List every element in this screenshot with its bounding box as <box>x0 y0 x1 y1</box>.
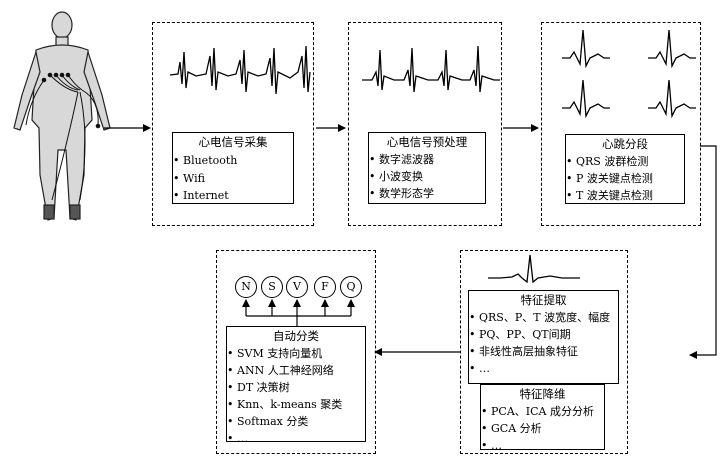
acquisition-item: Wifi <box>173 170 293 187</box>
classification-item: … <box>227 430 365 447</box>
feature-extraction-item: PQ、PP、QT间期 <box>469 326 618 343</box>
classification-item: SVM 支持向量机 <box>227 345 365 362</box>
preprocessing-title: 心电信号预处理 <box>386 135 468 149</box>
classification-item: Softmax 分类 <box>227 413 365 430</box>
dimension-reduction-item: GCA 分析 <box>481 420 604 437</box>
dimension-reduction-box: 特征降维 PCA、ICA 成分分析 GCA 分析 … <box>480 384 605 454</box>
feature-extraction-box: 特征提取 QRS、P、T 波宽度、幅度 PQ、PP、QT间期 非线性高层抽象特征… <box>468 290 619 384</box>
ecg-lead-wires <box>25 72 101 201</box>
class-node-n: N <box>235 276 257 298</box>
classification-panel <box>216 250 376 454</box>
class-node-s: S <box>261 276 283 298</box>
segmentation-item: T 波关键点检测 <box>566 187 684 204</box>
heartbeat-templates <box>562 29 696 119</box>
dimension-reduction-item: PCA、ICA 成分分析 <box>481 403 604 420</box>
single-beat-waveform <box>488 254 580 284</box>
segmentation-panel <box>541 22 701 226</box>
class-node-q: Q <box>340 276 362 298</box>
acquisition-panel <box>152 22 314 226</box>
acquisition-item: Internet <box>173 187 293 204</box>
preprocessing-item: 数字滤波器 <box>369 151 485 168</box>
raw-ecg-waveform <box>169 45 311 95</box>
dimension-reduction-item: … <box>481 437 604 454</box>
flow-arrows <box>104 124 717 393</box>
segmentation-box: 心跳分段 QRS 波群检测 P 波关键点检测 T 波关键点检测 <box>565 134 685 204</box>
class-node-f: F <box>314 276 336 298</box>
class-node-v: V <box>286 276 308 298</box>
segmentation-item: QRS 波群检测 <box>566 153 684 170</box>
feature-extraction-item: … <box>469 360 618 377</box>
classification-item: DT 决策树 <box>227 379 365 396</box>
preprocessing-panel <box>348 22 502 226</box>
feature-extraction-item: 非线性高层抽象特征 <box>469 343 618 360</box>
segmentation-item: P 波关键点检测 <box>566 170 684 187</box>
classification-box: 自动分类 SVM 支持向量机 ANN 人工神经网络 DT 决策树 Knn、k-m… <box>226 326 366 447</box>
preprocessing-item: 小波变换 <box>369 168 485 185</box>
classification-item: ANN 人工神经网络 <box>227 362 365 379</box>
preprocessing-item: 数学形态学 <box>369 185 485 202</box>
feature-extraction-title: 特征提取 <box>520 293 567 307</box>
human-body-figure <box>13 11 111 221</box>
acquisition-title: 心电信号采集 <box>198 135 268 149</box>
acquisition-box: 心电信号采集 Bluetooth Wifi Internet <box>172 132 294 204</box>
feature-extraction-item: QRS、P、T 波宽度、幅度 <box>469 309 618 326</box>
segmentation-title: 心跳分段 <box>602 137 648 151</box>
classification-title: 自动分类 <box>273 329 319 343</box>
acquisition-item: Bluetooth <box>173 151 293 170</box>
filtered-ecg-waveform <box>362 45 500 93</box>
dimension-reduction-title: 特征降维 <box>519 387 566 401</box>
classification-item: Knn、k-means 聚类 <box>227 396 365 413</box>
preprocessing-box: 心电信号预处理 数字滤波器 小波变换 数学形态学 <box>368 132 486 204</box>
